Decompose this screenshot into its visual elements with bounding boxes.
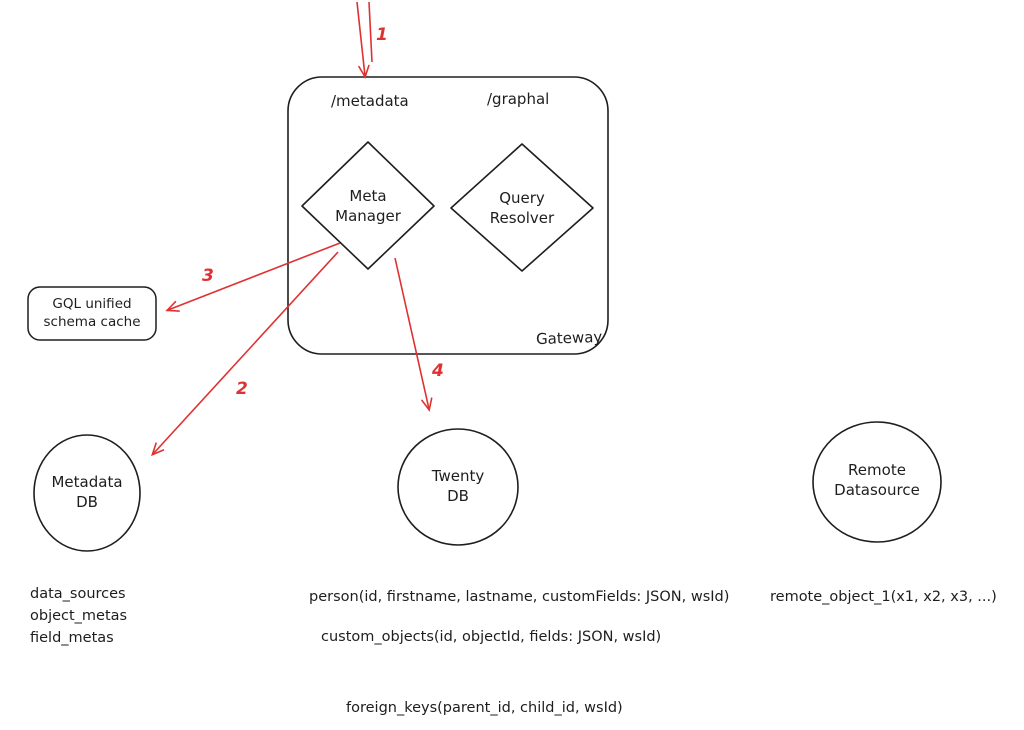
route-graphql-label: /graphal xyxy=(487,90,550,108)
table-name-data-sources: data_sources xyxy=(30,586,126,602)
arrow-4-line xyxy=(394,257,433,412)
query-resolver-label: Query Resolver xyxy=(462,188,582,228)
arrow-2-label: 2 xyxy=(236,379,248,399)
twenty-db-line2: DB xyxy=(447,487,469,505)
metadata-db-label: Metadata DB xyxy=(27,472,147,512)
remote-datasource-line2: Datasource xyxy=(834,481,920,499)
arrow-1-line xyxy=(356,1,370,79)
person-table-signature: person(id, firstname, lastname, customFi… xyxy=(309,589,730,605)
table-name-object-metas: object_metas xyxy=(30,608,128,624)
foreign-keys-signature: foreign_keys(parent_id, child_id, wsId) xyxy=(346,700,623,716)
arrow-3-label: 3 xyxy=(202,266,214,286)
meta-manager-line1: Meta xyxy=(349,187,387,205)
schema-cache-line2: schema cache xyxy=(43,314,141,330)
gateway-box xyxy=(287,76,609,355)
arrow-3-line xyxy=(165,242,341,312)
query-resolver-diamond xyxy=(450,143,594,272)
remote-datasource-circle xyxy=(812,421,942,543)
remote-object-signature: remote_object_1(x1, x2, x3, ...) xyxy=(770,589,997,605)
table-name-field-metas: field_metas xyxy=(30,630,114,646)
metadata-db-circle xyxy=(33,434,141,552)
arrow-1-label: 1 xyxy=(376,25,388,45)
metadata-db-line2: DB xyxy=(76,493,98,511)
arrow-2-line xyxy=(151,251,339,457)
twenty-db-label: Twenty DB xyxy=(398,466,518,506)
gateway-label: Gateway xyxy=(535,327,603,349)
remote-datasource-line1: Remote xyxy=(848,461,906,479)
arrow-1-line-2 xyxy=(368,1,373,63)
schema-cache-box xyxy=(27,286,157,341)
twenty-db-line1: Twenty xyxy=(431,467,485,485)
meta-manager-line2: Manager xyxy=(335,207,401,225)
route-metadata-label: /metadata xyxy=(331,92,409,110)
twenty-db-circle xyxy=(397,428,519,546)
arrow-4-label: 4 xyxy=(432,361,444,381)
meta-manager-diamond xyxy=(301,141,435,270)
schema-cache-label: GQL unified schema cache xyxy=(28,295,156,331)
schema-cache-line1: GQL unified xyxy=(52,296,132,312)
metadata-db-tables: data_sources object_metas field_metas xyxy=(30,583,127,649)
query-resolver-line2: Resolver xyxy=(489,209,555,227)
remote-datasource-label: Remote Datasource xyxy=(807,460,947,500)
metadata-db-line1: Metadata xyxy=(51,473,123,491)
custom-objects-table-signature: custom_objects(id, objectId, fields: JSO… xyxy=(321,629,662,645)
query-resolver-line1: Query xyxy=(499,189,545,207)
meta-manager-label: Meta Manager xyxy=(308,186,428,226)
